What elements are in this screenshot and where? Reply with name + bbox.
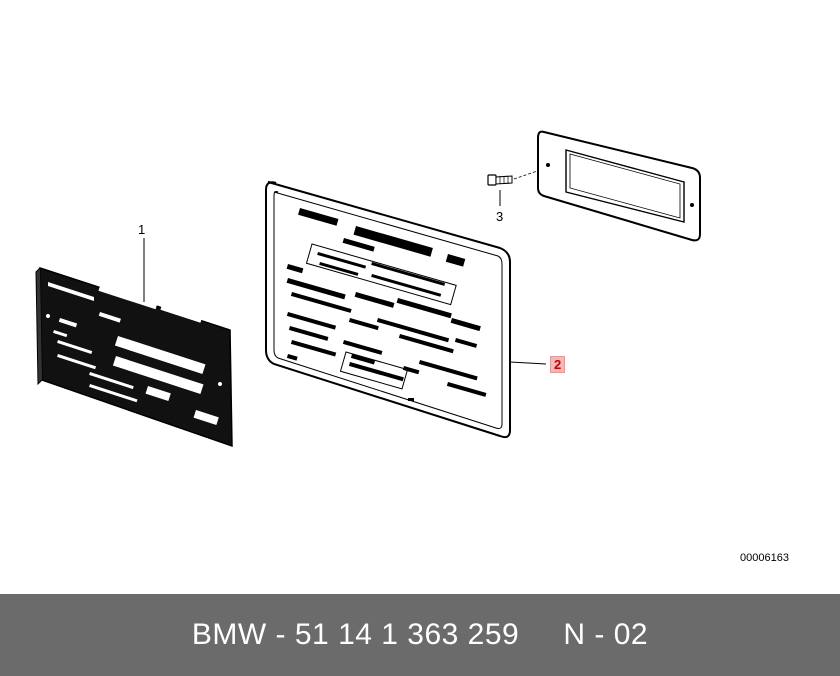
callout-part-3: 3 (496, 209, 504, 224)
part-number-footer: BMW - 51 14 1 363 259 N - 02 (0, 594, 840, 676)
callout-part-2[interactable]: 2 (550, 356, 566, 373)
parts-diagram (35, 130, 701, 448)
black-data-plate (35, 266, 233, 448)
white-identification-label (265, 181, 511, 439)
part-number-text: BMW - 51 14 1 363 259 N - 02 (191, 618, 649, 651)
screw (487, 174, 513, 186)
reference-code: 00006163 (740, 552, 789, 564)
label-frame (537, 130, 701, 242)
callout-part-1: 1 (138, 222, 146, 237)
